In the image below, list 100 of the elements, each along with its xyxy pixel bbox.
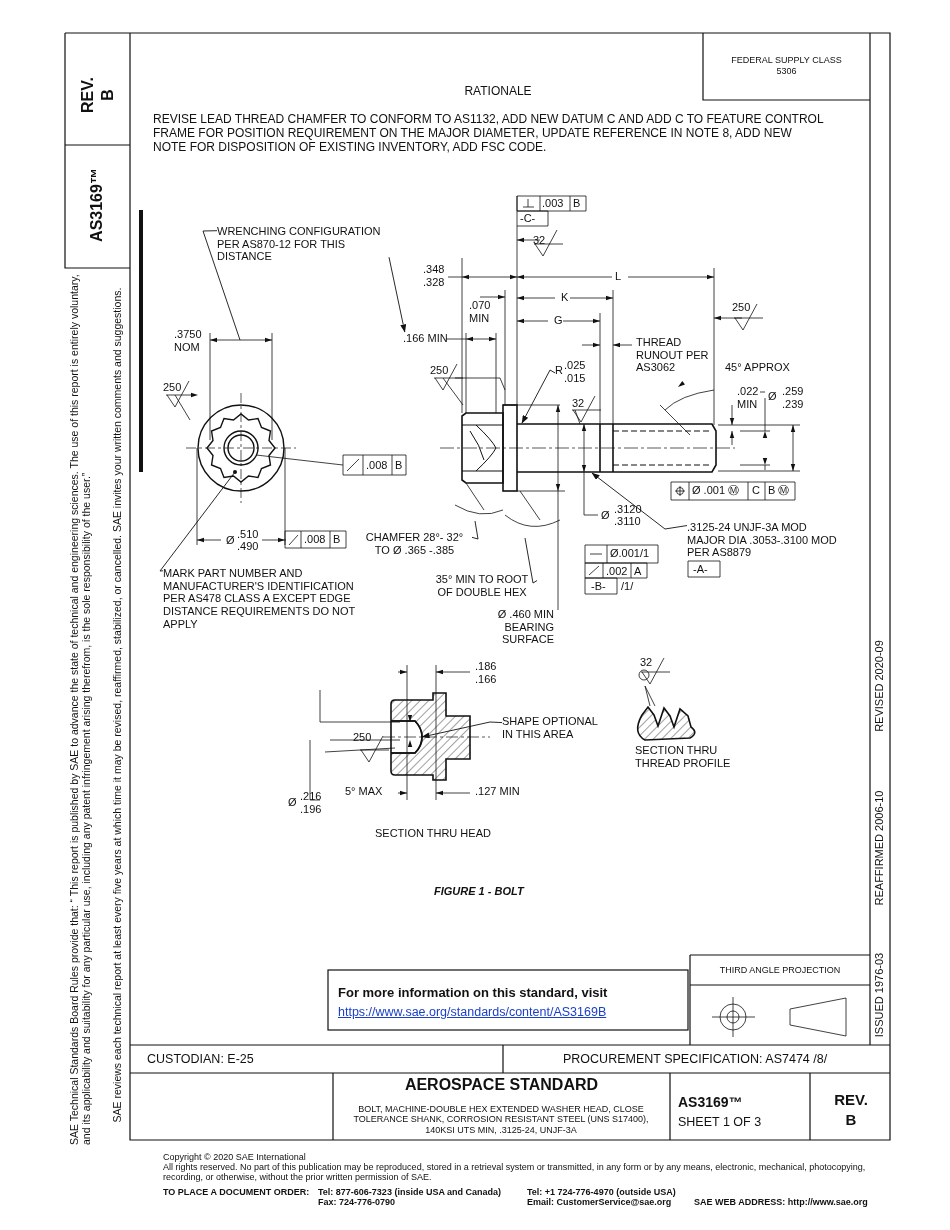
drawing-label: Ø: [288, 796, 297, 809]
drawing-label: Ø.001/1: [610, 547, 650, 560]
drawing-label: Ø: [601, 509, 610, 522]
note-text: TO PLACE A DOCUMENT ORDER:: [163, 1187, 310, 1198]
callout-text: WRENCHING CONFIGURATION PER AS870-12 FOR THIS DISTANCE: [217, 225, 389, 263]
drawing-label: BOLT, MACHINE-DOUBLE HEX EXTENDED WASHER HEAD, CLOSE TOLERANCE SHANK, CORROSION RESISTANT STEEL (UNS S17400), 140KSI UTS MIN, .3125-24, UNJF-3A: [352, 1104, 650, 1136]
drawing-label: 32: [533, 234, 546, 247]
drawing-label: B: [98, 89, 117, 101]
drawing-label: .008: [304, 533, 326, 546]
drawing-label: .070: [469, 299, 491, 312]
drawing-label: 5306: [775, 66, 798, 77]
drawing-label: 45° APPROX: [725, 361, 790, 374]
drawing-label: 32: [572, 397, 585, 410]
drawing-label: THREAD RUNOUT PER AS3062: [636, 336, 710, 374]
callout-text: .166 MIN: [403, 332, 448, 345]
drawing-label: B: [395, 459, 403, 472]
drawing-label: .3110: [614, 515, 641, 528]
drawing-label: .166: [475, 673, 497, 686]
link: CUSTODIAN: E-25: [147, 1052, 254, 1067]
drawing-label: SECTION THRU THREAD PROFILE: [635, 744, 732, 770]
drawing-label: K: [561, 291, 569, 304]
drawing-label: SAE WEB ADDRESS: http://www.sae.org: [694, 1197, 868, 1208]
note-text: SAE Technical Standards Board Rules provide that: “ This report is published by SAE to advance the state of technical and engineering sciences. The use of this report is entirely voluntary, and its applicability and suitability for any particular use, including any patent infringement arising therefrom, is the sole responsibility of the user.”: [67, 273, 93, 1145]
drawing-label: .196: [300, 803, 322, 816]
drawing-label: Ø .460 MIN BEARING SURFACE: [496, 608, 554, 646]
drawing-label: Ø: [768, 390, 777, 403]
drawing-label: AS3169™: [87, 168, 106, 242]
drawing-label: .216: [300, 790, 322, 803]
recess-outline: [390, 720, 423, 754]
drawing-label: 250: [430, 364, 449, 377]
callout-text: R: [555, 364, 563, 377]
drawing-label: .348: [423, 263, 445, 276]
callout-text: MARK PART NUMBER AND MANUFACTURER'S IDENTIFICATION PER AS478 CLASS A EXCEPT EDGE DISTANCE REQUIREMENTS DO NOT APPLY: [163, 567, 373, 631]
drawing-label: .510: [237, 528, 259, 541]
drawing-label: RATIONALE: [463, 85, 533, 99]
drawing-label: ISSUED 1976-03: [872, 952, 886, 1038]
drawing-label: .328: [423, 276, 445, 289]
drawing-label: L: [615, 270, 622, 283]
drawing-label: Tel: +1 724-776-4970 (outside USA): [527, 1187, 676, 1198]
drawing-label: 250: [163, 381, 182, 394]
note-text: AS3169™: [678, 1094, 743, 1111]
drawing-label: B Ⓜ: [768, 484, 790, 497]
drawing-label: AEROSPACE STANDARD: [403, 1076, 600, 1095]
figure-title: FIGURE 1 - BOLT: [434, 885, 524, 898]
drawing-label: -C-: [520, 212, 536, 225]
drawing-label: -A-: [693, 563, 708, 576]
callout-text: .3125-24 UNJF-3A MOD MAJOR DIA .3053-.3100 MOD PER AS8879: [687, 521, 847, 559]
drawing-label: C: [752, 484, 760, 497]
drawing-label: Ø .001 Ⓜ: [692, 484, 740, 497]
drawing-label: NOM: [174, 341, 200, 354]
drawing-label: .3120: [614, 503, 642, 516]
drawing-label: Copyright © 2020 SAE International: [163, 1152, 306, 1163]
drawing-label: /1/: [621, 580, 634, 593]
drawing-label: Fax: 724-776-0790: [318, 1197, 396, 1208]
drawing-label: Tel: 877-606-7323 (inside USA and Canada): [318, 1187, 502, 1198]
drawing-label: .008: [366, 459, 388, 472]
drawing-label: REV.: [833, 1091, 869, 1109]
leader-line: [524, 537, 538, 584]
drawing-label: .022: [737, 385, 759, 398]
drawing-label: Email: CustomerService@sae.org: [527, 1197, 672, 1208]
leader-line: [202, 230, 241, 341]
drawing-label: REAFFIRMED 2006-10: [872, 790, 886, 906]
callout-text: 35° MIN TO ROOT OF DOUBLE HEX: [427, 573, 537, 599]
leader-line: [471, 520, 479, 540]
drawing-label: REV.: [78, 77, 97, 113]
drawing-label: .127 MIN: [475, 785, 520, 798]
callout-text: CHAMFER 28°- 32° TO Ø .365 -.385: [357, 531, 472, 557]
drawing-label: SECTION THRU HEAD: [375, 827, 491, 840]
drawing-label: .490: [237, 540, 259, 553]
drawing-label: B: [844, 1111, 858, 1129]
drawing-label: 250: [732, 301, 751, 314]
note-text: SAE reviews each technical report at least every five years at which time it may be revised, reaffirmed, stabilized, or cancelled. SAE invites your written comments and suggestions.: [110, 287, 124, 1123]
drawing-label: PROCUREMENT SPECIFICATION: AS7474 /8/: [563, 1052, 828, 1067]
drawing-label: G: [554, 314, 563, 327]
drawing-label: A: [634, 565, 642, 578]
drawing-label: THIRD ANGLE PROJECTION: [718, 965, 842, 976]
drawing-label: https://www.sae.org/standards/content/AS3169B: [338, 1005, 607, 1020]
drawing-label: 5° MAX: [345, 785, 383, 798]
note-text: REVISE LEAD THREAD CHAMFER TO CONFORM TO AS1132, ADD NEW DATUM C AND ADD C TO FEATURE CONTROL FRAME FOR POSITION REQUIREMENT ON THE MAJOR DIAMETER, UPDATE REFERENCE IN NOTE 8, ADD NEW NOTE FOR DISPOSITION OF EXISTING INVENTORY, ADD FSC CODE.: [153, 113, 825, 155]
drawing-label: REVISED 2020-09: [872, 640, 886, 732]
drawing-label: .239: [782, 398, 804, 411]
drawing-label: Ø: [226, 534, 235, 547]
drawing-label: .3750: [174, 328, 202, 341]
drawing-label: For more information on this standard, visit: [338, 986, 608, 1001]
drawing-label: 32: [640, 656, 653, 669]
callout-text: SHAPE OPTIONAL IN THIS AREA: [502, 715, 602, 741]
drawing-label: SHEET 1 OF 3: [678, 1115, 762, 1130]
drawing-label: B: [573, 197, 581, 210]
drawing-label: B: [333, 533, 341, 546]
callout-text: .025 .015: [563, 359, 587, 385]
drawing-label: .259: [782, 385, 804, 398]
drawing-label: 250: [353, 731, 372, 744]
drawing-label: MIN: [469, 312, 490, 325]
drawing-label: FEDERAL SUPPLY CLASS: [730, 55, 843, 66]
drawing-label: All rights reserved. No part of this publication may be reproduced, stored in a retrieval system or transmitted, in any form or by any means, electronic, mechanical, photocopying, recording, or otherwise, without the prior written permission of SAE.: [163, 1162, 867, 1183]
drawing-label: MIN: [737, 398, 758, 411]
drawing-label: .002: [606, 565, 628, 578]
drawing-label: .186: [475, 660, 497, 673]
drawing-label: .003: [542, 197, 564, 210]
drawing-label: -B-: [591, 580, 606, 593]
